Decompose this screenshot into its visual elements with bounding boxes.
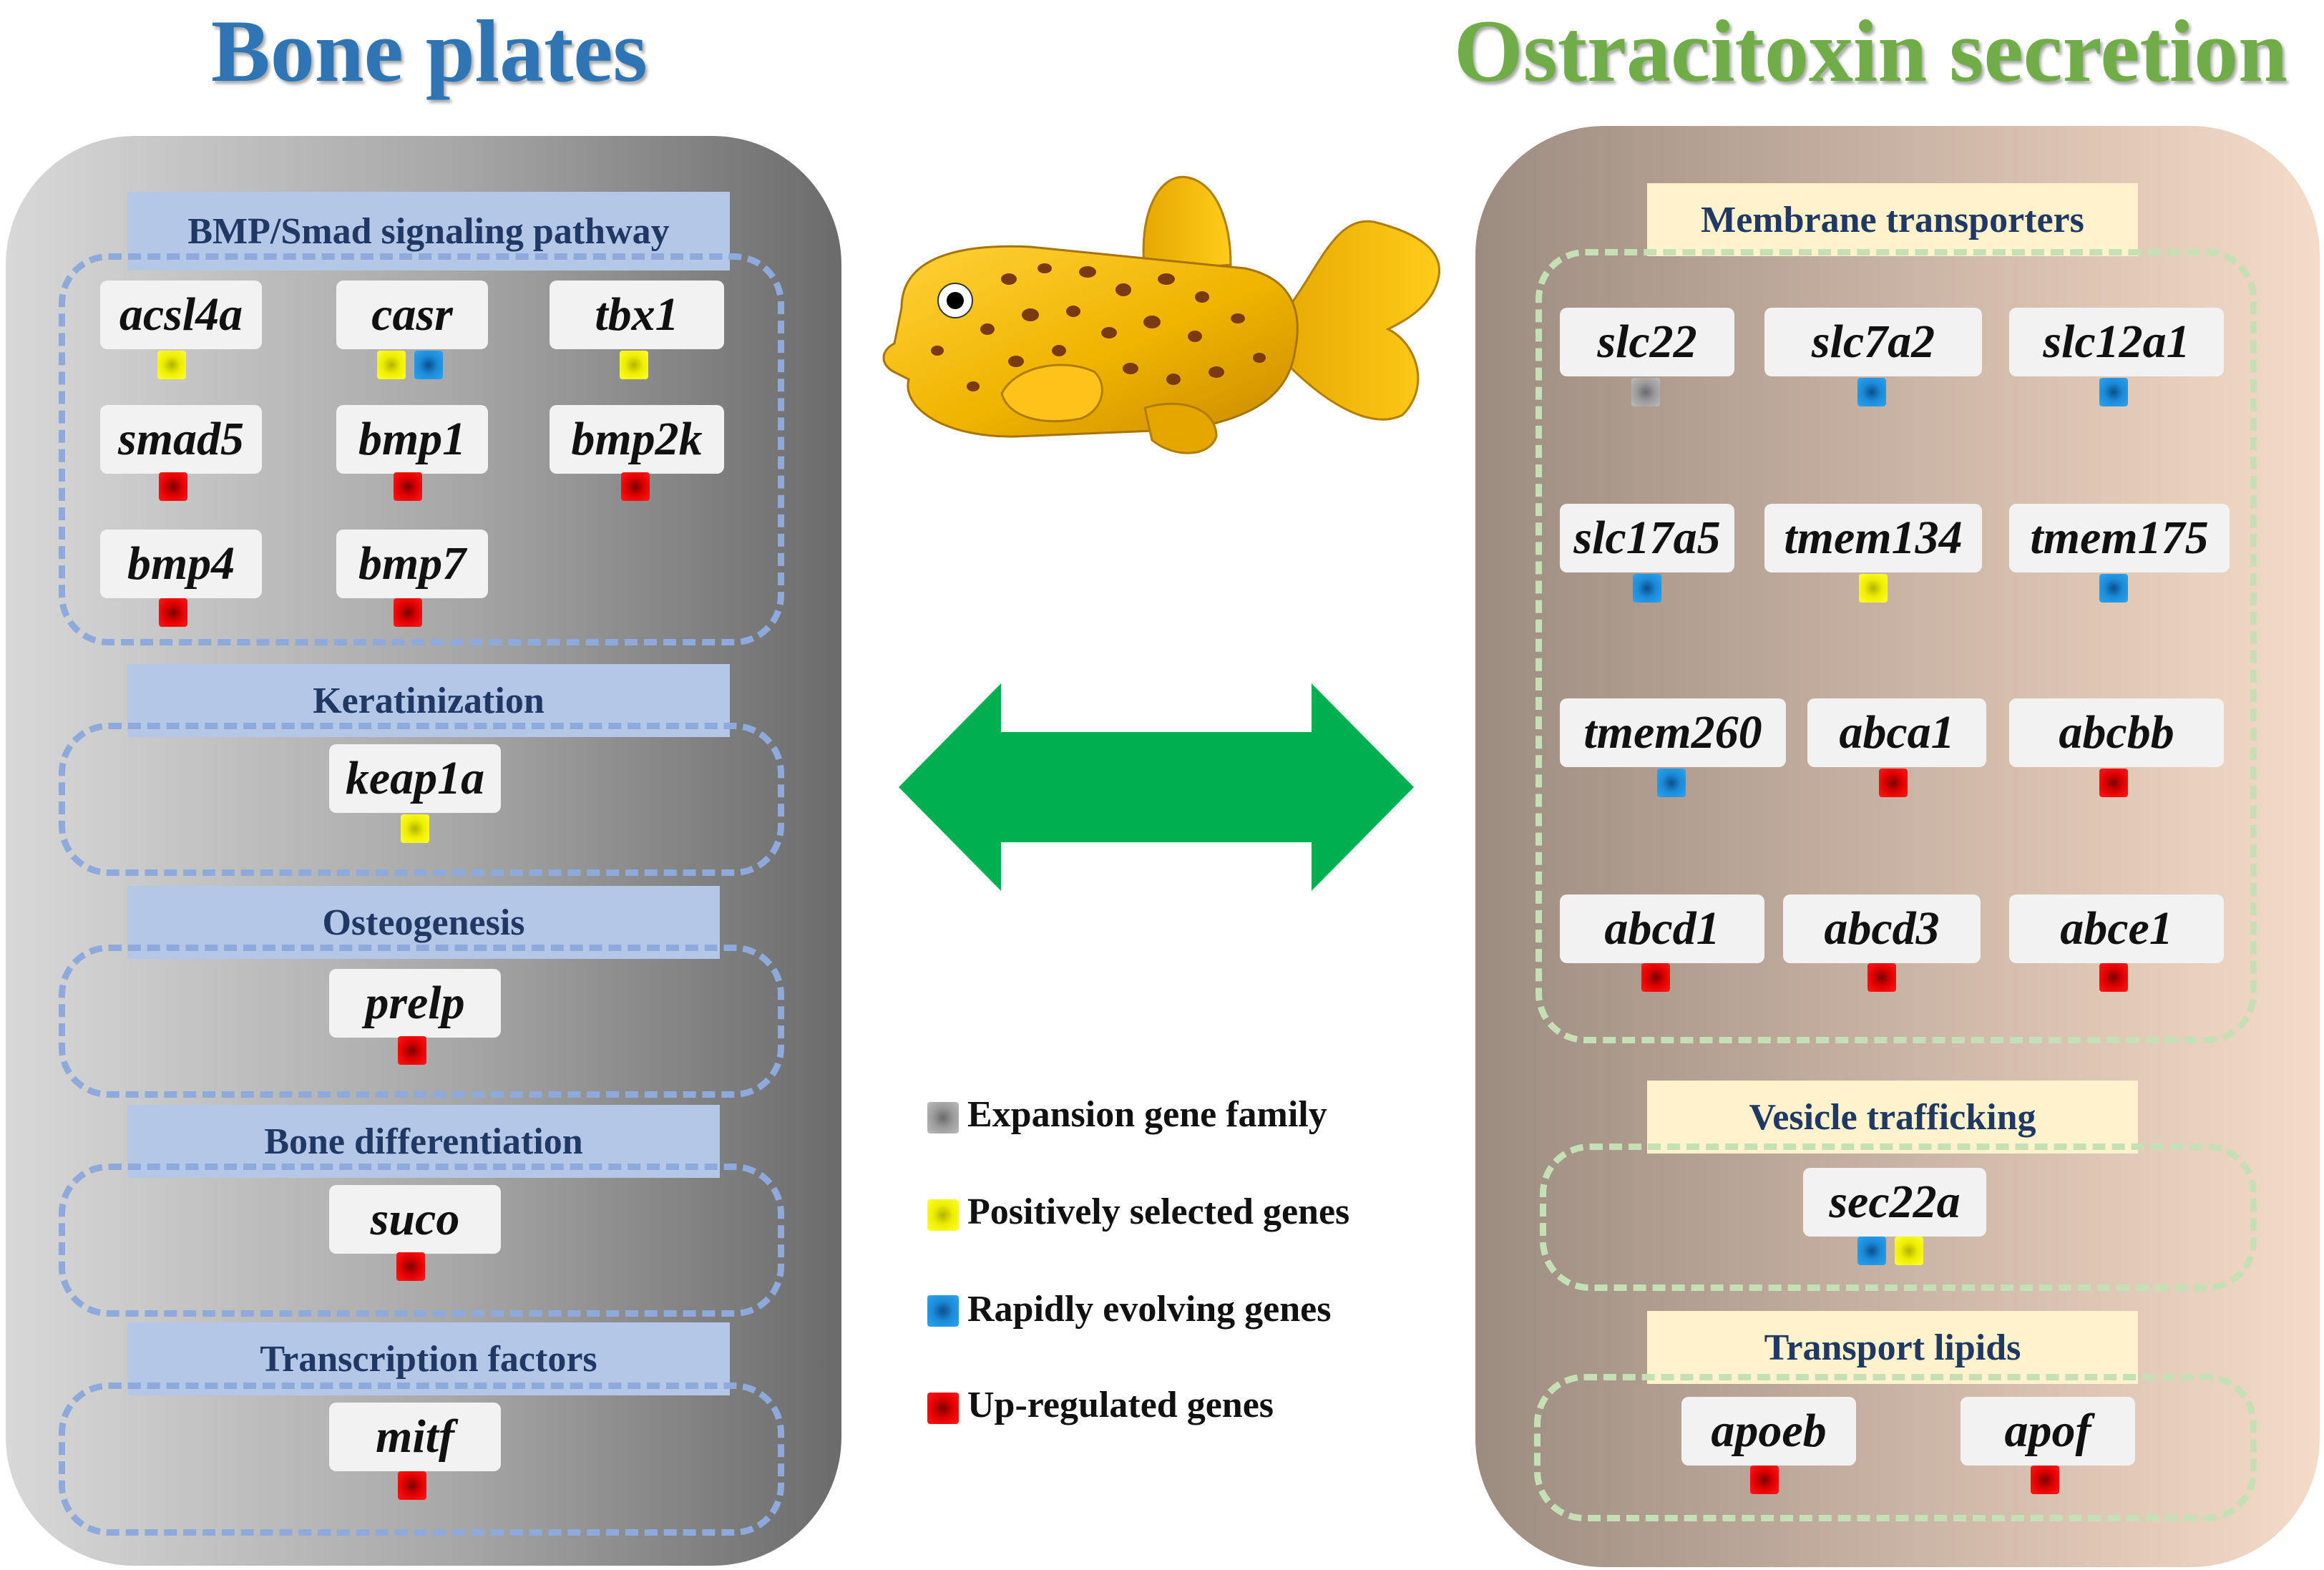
up-regulated-marker	[621, 472, 650, 501]
gene-abcd3: abcd3	[1783, 894, 1981, 963]
rapidly-evolving-marker	[2099, 378, 2128, 406]
up-regulated-marker	[2031, 1466, 2059, 1494]
category-box-vesicle-trafficking	[1540, 1144, 2257, 1291]
up-regulated-marker	[159, 598, 187, 627]
gene-tmem134: tmem134	[1764, 504, 1982, 572]
category-header-vesicle-trafficking: Vesicle trafficking	[1647, 1081, 2138, 1154]
gene-tmem260: tmem260	[1560, 698, 1786, 767]
gene-bmp1: bmp1	[336, 405, 488, 474]
gene-abcd1: abcd1	[1560, 894, 1764, 963]
gene-slc22: slc22	[1560, 308, 1734, 376]
category-header-transport-lipids: Transport lipids	[1647, 1311, 2138, 1384]
legend-swatch-positively-selected	[927, 1199, 959, 1231]
gene-abca1: abca1	[1807, 698, 1986, 767]
up-regulated-marker	[1750, 1466, 1779, 1494]
gene-bmp7: bmp7	[336, 530, 488, 598]
gene-slc12a1: slc12a1	[2009, 308, 2224, 376]
positively-selected-marker	[1859, 574, 1888, 603]
legend-swatch-rapidly-evolving	[927, 1295, 959, 1327]
gene-sec22a: sec22a	[1803, 1168, 1986, 1237]
rapidly-evolving-marker	[1857, 378, 1886, 406]
gene-bmp2k: bmp2k	[550, 405, 724, 474]
category-box-bmp-smad	[59, 253, 784, 645]
fish-tail	[1272, 220, 1440, 421]
positively-selected-marker	[157, 351, 186, 379]
category-box-membrane-transporters	[1536, 249, 2257, 1043]
gene-casr: casr	[336, 281, 488, 349]
positively-selected-marker	[1895, 1237, 1923, 1265]
double-headed-arrow	[899, 683, 1414, 891]
up-regulated-marker	[396, 1252, 425, 1281]
gene-smad5: smad5	[100, 405, 262, 474]
gene-acsl4a: acsl4a	[100, 281, 262, 349]
gene-prelp: prelp	[329, 969, 501, 1038]
legend-swatch-expansion	[927, 1102, 959, 1133]
positively-selected-marker	[401, 814, 429, 843]
gene-suco: suco	[329, 1185, 501, 1254]
category-header-membrane-transporters: Membrane transporters	[1647, 183, 2138, 256]
category-box-bone-differentiation	[59, 1164, 784, 1317]
expansion-marker	[1631, 378, 1660, 406]
rapidly-evolving-marker	[1657, 769, 1686, 797]
up-regulated-marker	[2099, 769, 2128, 797]
legend-label-positively-selected: Positively selected genes	[967, 1191, 1350, 1232]
up-regulated-marker	[398, 1471, 426, 1500]
gene-tbx1: tbx1	[550, 281, 724, 349]
rapidly-evolving-marker	[1633, 574, 1661, 603]
category-box-keratinization	[59, 723, 784, 876]
fish-body	[882, 245, 1299, 438]
up-regulated-marker	[159, 472, 187, 501]
legend-label-rapidly-evolving: Rapidly evolving genes	[967, 1289, 1332, 1330]
rapidly-evolving-marker	[2099, 574, 2128, 603]
gene-slc17a5: slc17a5	[1560, 504, 1734, 572]
rapidly-evolving-marker	[414, 351, 443, 379]
rapidly-evolving-marker	[1857, 1237, 1886, 1265]
up-regulated-marker	[2099, 963, 2128, 992]
up-regulated-marker	[1641, 963, 1670, 992]
positively-selected-marker	[377, 351, 406, 379]
right-title: Ostracitoxin secretion	[1454, 2, 2288, 100]
gene-mitf: mitf	[329, 1403, 501, 1471]
category-box-transport-lipids	[1534, 1374, 2257, 1521]
fish-pectoral-fin	[1000, 364, 1103, 423]
gene-tmem175: tmem175	[2009, 504, 2230, 572]
gene-bmp4: bmp4	[100, 530, 262, 598]
gene-abce1: abce1	[2009, 894, 2224, 963]
legend-label-expansion: Expansion gene family	[967, 1094, 1327, 1135]
category-box-transcription-factors	[59, 1383, 784, 1536]
legend-label-up-regulated: Up-regulated genes	[967, 1385, 1274, 1425]
gene-abcbb: abcbb	[2009, 698, 2224, 767]
up-regulated-marker	[394, 472, 422, 501]
positively-selected-marker	[620, 351, 648, 379]
boxfish-illustration	[882, 175, 1440, 454]
up-regulated-marker	[1879, 769, 1908, 797]
fish-anal-fin	[1143, 402, 1218, 454]
category-box-osteogenesis	[59, 945, 784, 1098]
legend-swatch-up-regulated	[927, 1393, 959, 1424]
left-title: Bone plates	[211, 2, 648, 100]
gene-apoeb: apoeb	[1681, 1397, 1856, 1466]
fish-dorsal-fin	[1142, 175, 1232, 273]
fish-spots	[931, 263, 1266, 391]
gene-apof: apof	[1961, 1397, 2135, 1466]
up-regulated-marker	[394, 598, 422, 627]
gene-slc7a2: slc7a2	[1764, 308, 1982, 376]
up-regulated-marker	[398, 1036, 426, 1065]
gene-keap1a: keap1a	[329, 744, 501, 813]
up-regulated-marker	[1868, 963, 1896, 992]
